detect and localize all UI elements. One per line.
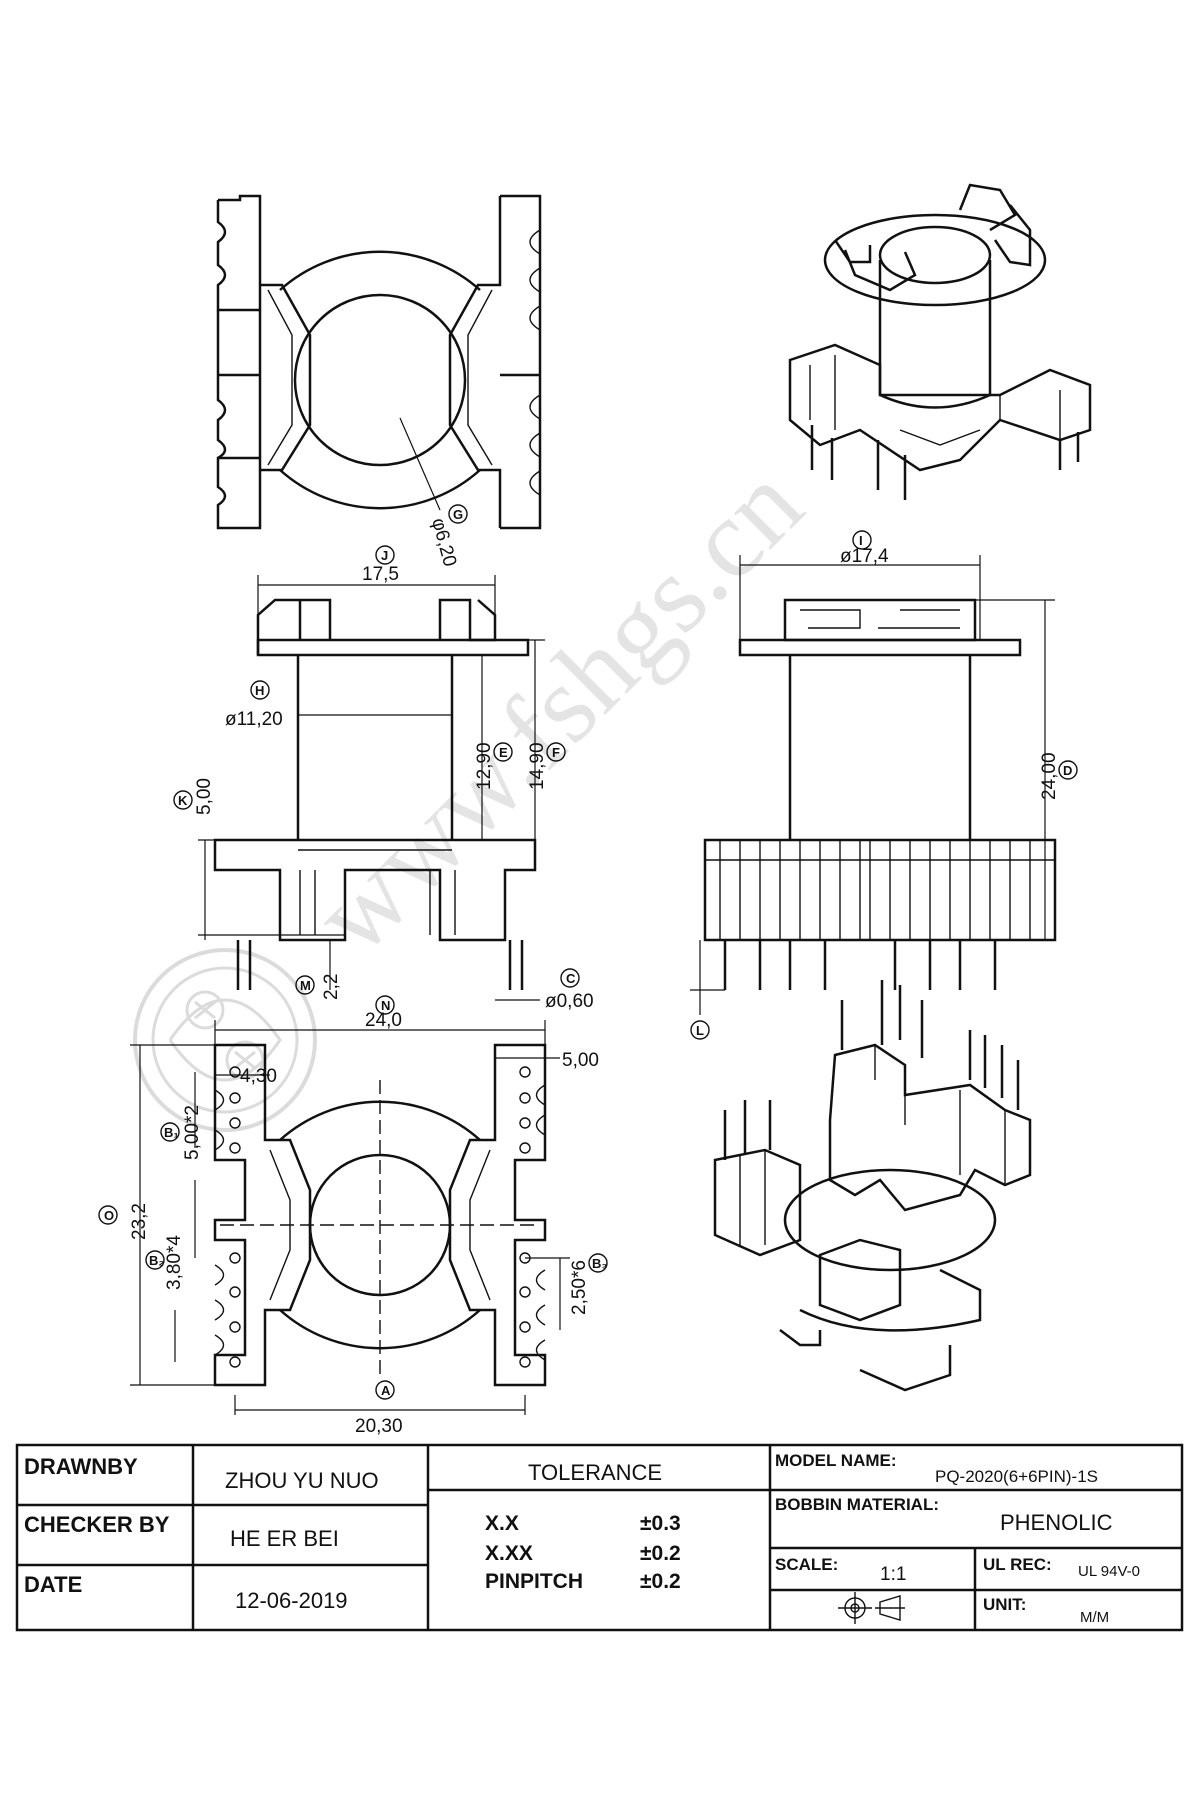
unit-label: UNIT: — [983, 1595, 1026, 1614]
dim-b1-value: 5,00*2 — [182, 1105, 203, 1160]
dim-l-tag: L — [696, 1023, 704, 1038]
dim-e-value: 12,90 — [474, 742, 495, 790]
dim-b1-tag: B₁ — [164, 1125, 179, 1140]
watermark-text: www.fshgs.cn — [290, 442, 826, 978]
dim-m-value: 2,2 — [321, 974, 342, 1000]
dim-g-value: φ6,20 — [427, 516, 460, 569]
dim-f-tag: F — [552, 745, 560, 760]
dim-a-tag: A — [381, 1383, 391, 1398]
dim-k-tag: K — [178, 793, 188, 808]
dim-h-value: ø11,20 — [225, 709, 283, 730]
bobbin-material-label: BOBBIN MATERIAL: — [775, 1495, 939, 1514]
dim-k-value: 5,00 — [194, 778, 215, 815]
first-angle-projection-icon — [838, 1592, 905, 1624]
tolerance-header: TOLERANCE — [528, 1460, 662, 1485]
dim-a-value: 20,30 — [355, 1416, 403, 1437]
tolerance-label-0: X.X — [485, 1512, 519, 1535]
model-name-value: PQ-2020(6+6PIN)-1S — [935, 1467, 1098, 1486]
dim-n-tag: N — [381, 998, 390, 1013]
tolerance-label-2: PINPITCH — [485, 1570, 583, 1593]
dim-i-value: ø17,4 — [840, 546, 889, 567]
ul-rec-label: UL REC: — [983, 1555, 1052, 1574]
checker-label: CHECKER BY — [24, 1512, 170, 1537]
title-block: DRAWNBY ZHOU YU NUO CHECKER BY HE ER BEI… — [15, 1443, 1184, 1632]
dim-n-value: 24,0 — [365, 1010, 402, 1031]
tolerance-value-2: ±0.2 — [640, 1570, 681, 1593]
checker-value: HE ER BEI — [230, 1526, 339, 1551]
isometric-view-top — [788, 183, 1092, 500]
dim-c-tag: C — [566, 971, 576, 986]
date-value: 12-06-2019 — [235, 1588, 348, 1613]
dim-m-tag: M — [300, 978, 311, 993]
scale-label: SCALE: — [775, 1555, 838, 1574]
date-label: DATE — [24, 1572, 82, 1597]
bottom-view: 24,0 N 4,30 5,00 5,00*2 B₁ 23,2 O 3,80*4… — [98, 995, 608, 1437]
drawn-by-value: ZHOU YU NUO — [225, 1468, 379, 1493]
dim-b2-value: 3,80*4 — [164, 1235, 185, 1290]
watermark-logo — [133, 948, 317, 1132]
dim-o-tag: O — [104, 1208, 114, 1223]
scale-value: 1:1 — [880, 1564, 906, 1585]
tolerance-value-0: ±0.3 — [640, 1512, 681, 1535]
tolerance-label-1: X.XX — [485, 1542, 533, 1565]
dim-d-tag: D — [1063, 763, 1072, 778]
dim-pin-offset-value: 4,30 — [240, 1066, 277, 1087]
model-name-label: MODEL NAME: — [775, 1451, 897, 1470]
unit-value: M/M — [1080, 1609, 1109, 1626]
bobbin-material-value: PHENOLIC — [1000, 1510, 1113, 1535]
dim-i-tag: I — [859, 533, 863, 548]
tolerance-value-1: ±0.2 — [640, 1542, 681, 1565]
dim-b3-tag: B₃ — [592, 1256, 607, 1271]
dim-d-value: 24,00 — [1039, 752, 1060, 800]
front-view: 17,5 J ø11,20 H 12,90 E 14,90 F 5,00 K 2… — [173, 545, 594, 1012]
drawn-by-label: DRAWNBY — [24, 1454, 138, 1479]
dim-b2-tag: B₂ — [149, 1253, 164, 1268]
dim-j-tag: J — [381, 548, 388, 563]
side-view: ø17,4 I 24,00 D L — [690, 530, 1078, 1040]
dim-b3-value: 2,50*6 — [569, 1260, 590, 1315]
dim-g-tag: G — [453, 507, 463, 522]
ul-rec-value: UL 94V-0 — [1078, 1563, 1140, 1580]
dim-h-tag: H — [255, 683, 264, 698]
dim-j-value: 17,5 — [362, 564, 399, 585]
dim-e-tag: E — [499, 745, 508, 760]
dim-f-value: 14,90 — [527, 742, 548, 790]
dim-o-value: 23,2 — [129, 1203, 150, 1240]
dim-c-value: ø0,60 — [545, 991, 594, 1012]
isometric-view-bottom — [713, 980, 1032, 1392]
top-view: φ6,20 G — [216, 194, 542, 569]
dim-right-width-value: 5,00 — [562, 1050, 599, 1071]
